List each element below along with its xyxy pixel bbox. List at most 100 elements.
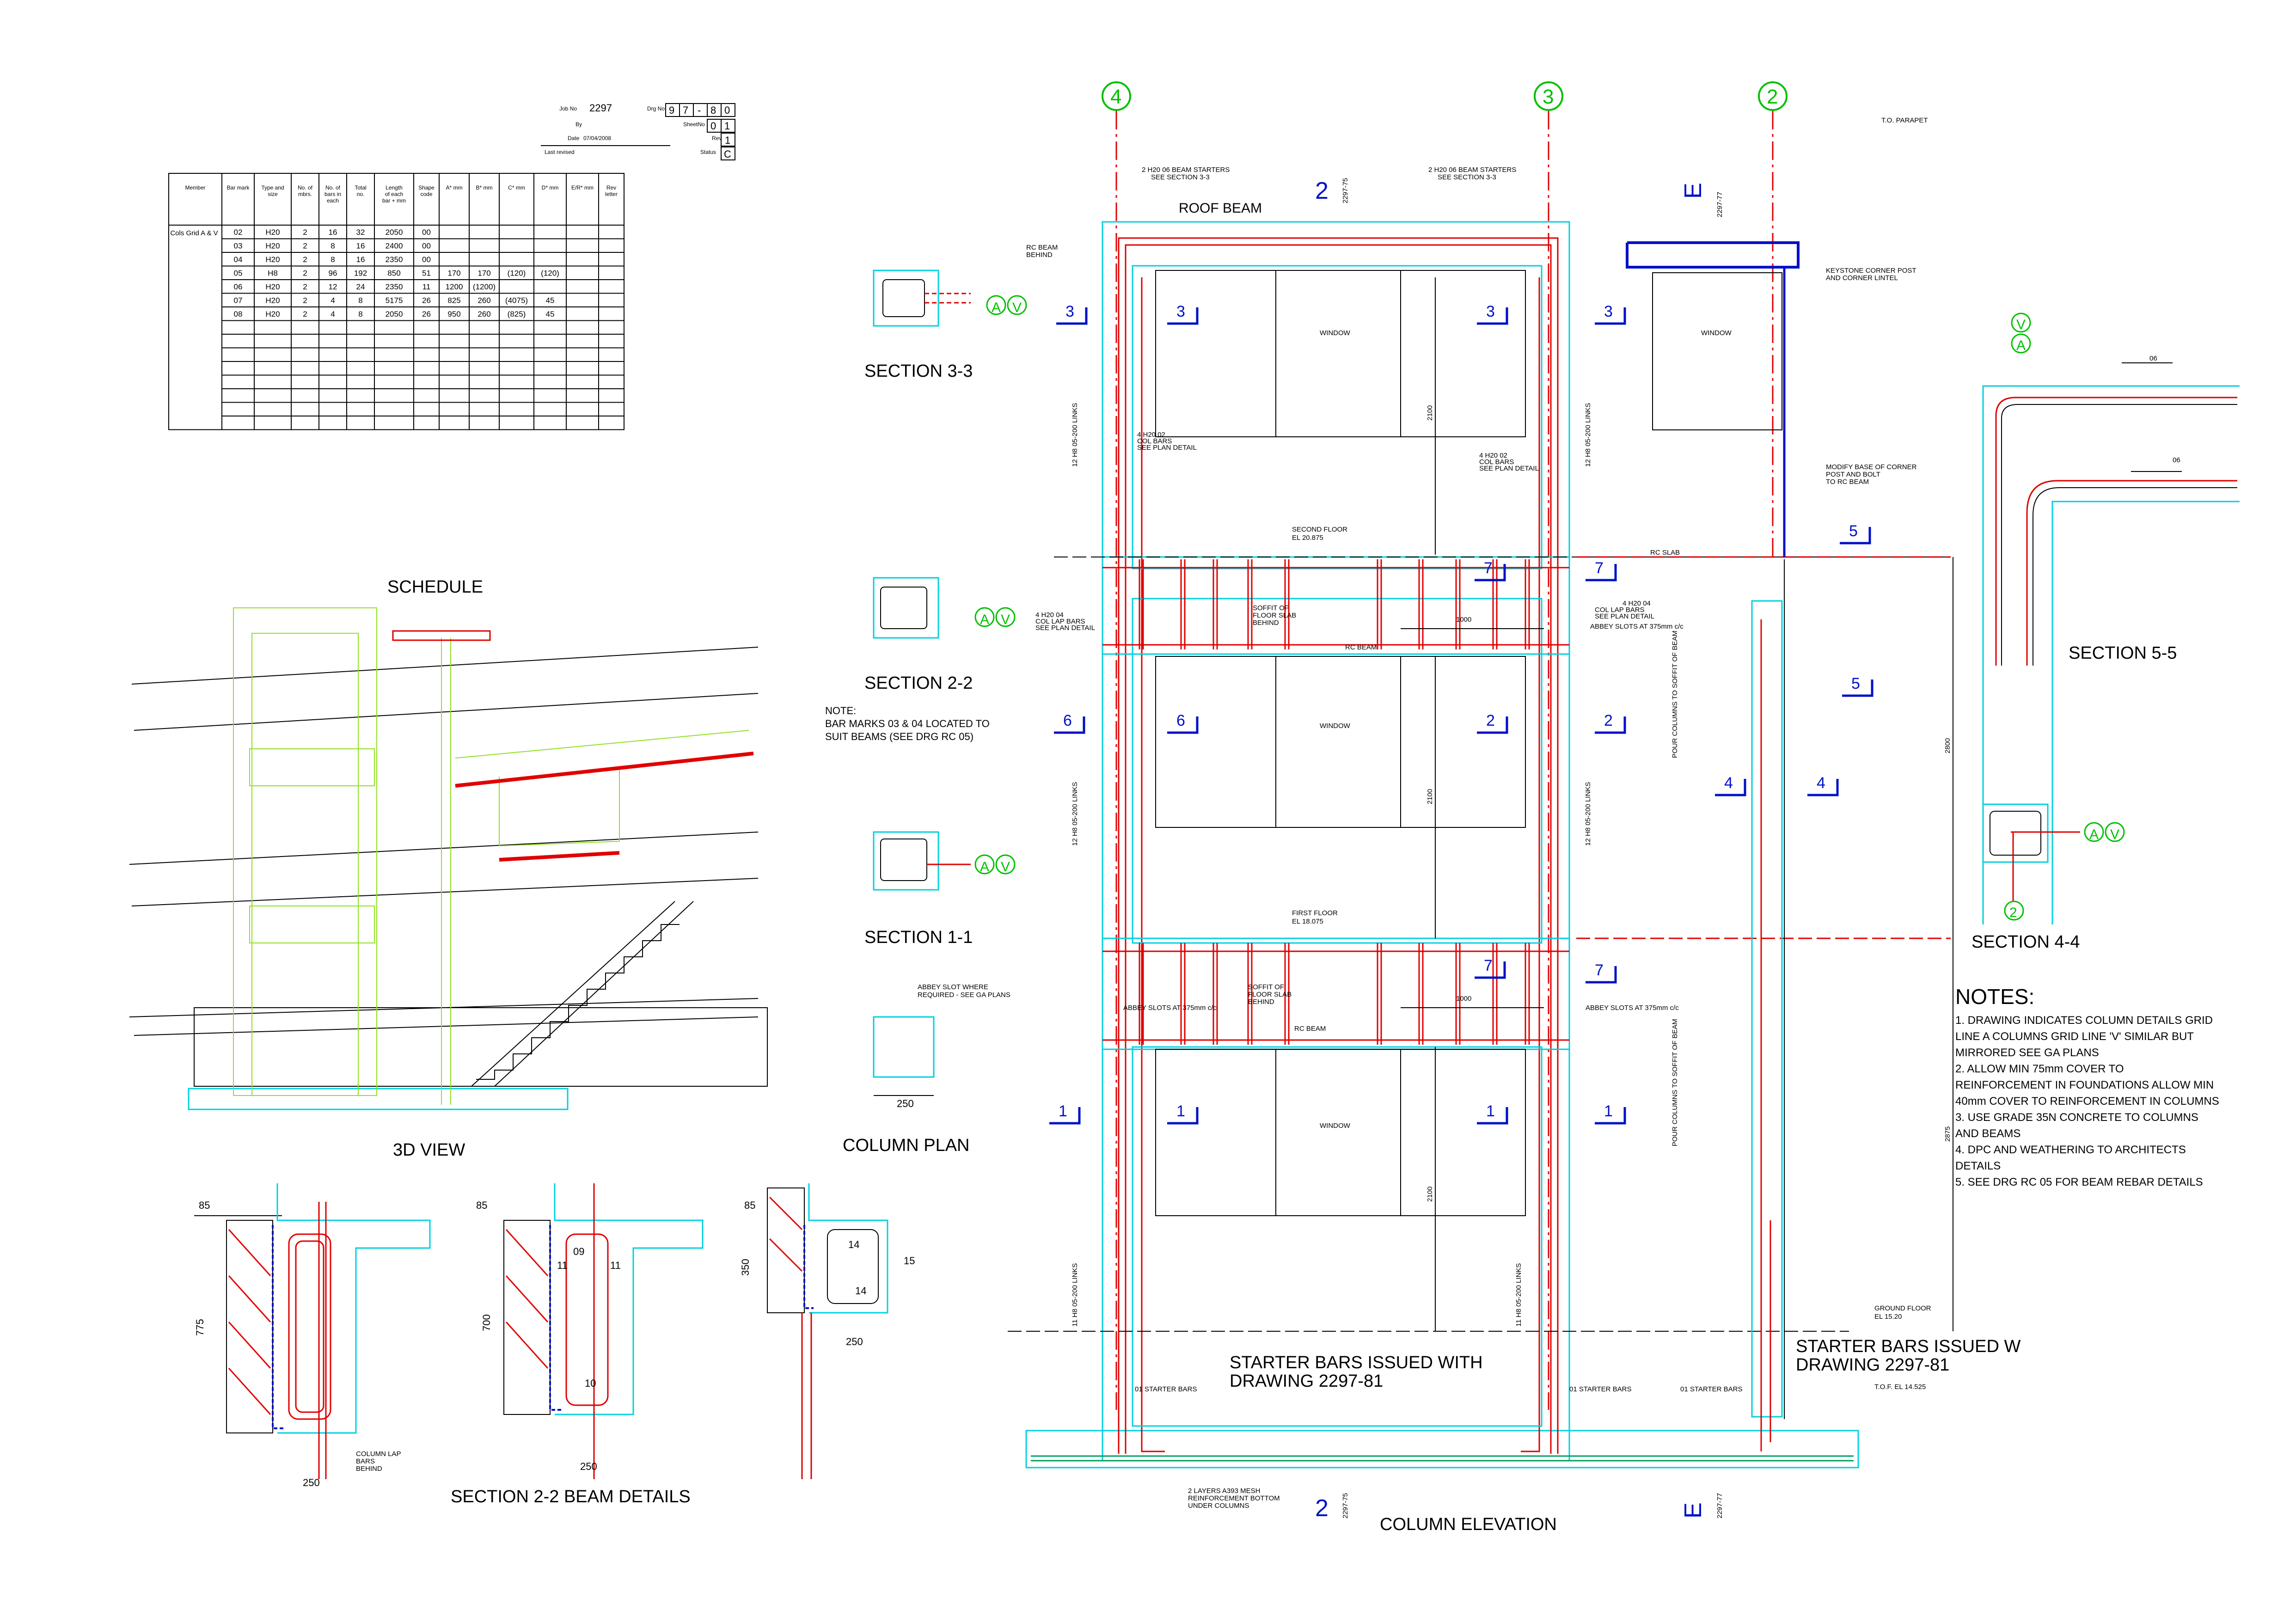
- schedule-cell: 2: [303, 310, 307, 318]
- schedule-cell: 2: [303, 282, 307, 291]
- second-floor-el: EL 20.875: [1292, 534, 1323, 542]
- ref-2297-77: 2297-77: [1716, 1493, 1724, 1518]
- dim-85-c: 85: [744, 1200, 755, 1211]
- grid-v-label: V: [2016, 317, 2026, 332]
- col-lap-note-right: 4 H20 02 COL BARS SEE PLAN DETAIL: [1479, 452, 1539, 472]
- mesh-line: REINFORCEMENT BOTTOM: [1188, 1494, 1280, 1502]
- col-lap-line: BEHIND: [356, 1465, 382, 1473]
- starter-left-line: DRAWING 2297-81: [1230, 1371, 1383, 1391]
- starter-bars-label: 01 STARTER BARS: [1569, 1385, 1632, 1393]
- rc-beam-behind-note: RC BEAM BEHIND: [1026, 244, 1060, 259]
- notes-list: 1. DRAWING INDICATES COLUMN DETAILS GRID…: [1955, 1014, 2219, 1188]
- section-marker: [1807, 779, 1839, 796]
- pour-note: POUR COLUMNS TO SOFFIT OF BEAM: [1671, 1019, 1679, 1146]
- schedule-cell: 00: [422, 255, 431, 264]
- section-marker-label: 5: [1849, 522, 1858, 540]
- ref-2297-75: 2297-75: [1341, 178, 1349, 203]
- schedule-cell: 51: [422, 269, 431, 278]
- schedule-cell: 260: [478, 296, 490, 305]
- dim-2100: 2100: [1426, 1187, 1434, 1202]
- starter-right-line: DRAWING 2297-81: [1796, 1355, 1949, 1375]
- col-lap-line: COL LAP BARS: [1595, 606, 1645, 614]
- schedule-header-line: Bar mark: [227, 184, 250, 191]
- section-marker-label: 7: [1484, 957, 1493, 974]
- last-revised-label: Last revised: [545, 149, 575, 155]
- schedule-cell: 950: [447, 310, 460, 318]
- section-marker: [1595, 716, 1626, 734]
- schedule-header-line: Rev: [606, 184, 616, 191]
- notes-heading: NOTES:: [1955, 985, 2034, 1009]
- schedule-cell: 2050: [386, 310, 403, 318]
- schedule-cell: 16: [356, 242, 365, 251]
- abbey-slots-label: ABBEY SLOTS AT 375mm c/c: [1586, 1004, 1679, 1012]
- soffit-line: SOFFIT OF: [1248, 983, 1284, 991]
- beam-starters-line: 2 H20 06 BEAM STARTERS: [1142, 166, 1230, 174]
- mesh-line: UNDER COLUMNS: [1188, 1502, 1249, 1510]
- section-marker-label: 3: [1176, 303, 1185, 320]
- schedule-cell: 07: [234, 296, 243, 305]
- mark-14-b: 14: [855, 1285, 866, 1297]
- schedule-cell: 8: [358, 296, 362, 305]
- soffit-note: SOFFIT OF FLOOR SLAB BEHIND: [1248, 983, 1293, 1006]
- grid-2-label: 2: [2009, 905, 2017, 920]
- section-3-3-caption: SECTION 3-3: [864, 361, 973, 381]
- rc-beam-behind-line: BEHIND: [1026, 251, 1053, 259]
- schedule-cell: 32: [356, 228, 365, 237]
- schedule-header-line: B* mm: [476, 184, 493, 191]
- schedule-cell: 2050: [386, 228, 403, 237]
- ref-2297-77: 2297-77: [1716, 192, 1724, 217]
- schedule-cell: 2: [303, 255, 307, 264]
- schedule-cell: 26: [422, 296, 431, 305]
- schedule-header-line: code: [420, 191, 432, 197]
- schedule-cell: 06: [234, 282, 243, 291]
- column-plan-dim: 250: [897, 1098, 914, 1109]
- section-marker: [1056, 307, 1088, 325]
- section-2-2-caption: SECTION 2-2: [864, 673, 973, 693]
- bar-06-label: 06: [2149, 355, 2157, 362]
- mark-10: 10: [585, 1377, 596, 1389]
- section-marker: [1586, 564, 1617, 581]
- schedule-cell: H20: [265, 255, 280, 264]
- schedule-cell: 2350: [386, 282, 403, 291]
- schedule-cell: 8: [331, 255, 335, 264]
- section-5-5: V A 06 06: [1982, 312, 2240, 924]
- schedule-cell: 11: [422, 282, 431, 291]
- dim-1000: 1000: [1456, 616, 1471, 624]
- schedule-cell: 8: [358, 310, 362, 318]
- keystone-note: KEYSTONE CORNER POST AND CORNER LINTEL: [1826, 267, 1918, 282]
- col-lap-04-note-right: 4 H20 04 COL LAP BARS SEE PLAN DETAIL: [1595, 600, 1654, 620]
- by-label: By: [576, 121, 582, 128]
- schedule-cell: H20: [265, 310, 280, 318]
- dim-85: 85: [199, 1200, 210, 1211]
- abbey-line: ABBEY SLOT WHERE: [918, 983, 988, 991]
- schedule-cell: 03: [234, 242, 243, 251]
- schedule-header-line: No. of: [298, 184, 313, 191]
- col-lap-note: COLUMN LAP BARS BEHIND: [356, 1450, 403, 1473]
- note-line: REINFORCEMENT IN FOUNDATIONS ALLOW MIN: [1955, 1079, 2214, 1091]
- mesh-line: 2 LAYERS A393 MESH: [1188, 1487, 1260, 1495]
- window-label: WINDOW: [1701, 329, 1732, 337]
- window-label: WINDOW: [1320, 1122, 1351, 1130]
- beam-starters-line: SEE SECTION 3-3: [1438, 173, 1496, 181]
- schedule-header: C* mm: [508, 184, 525, 191]
- rc-beam-label: RC BEAM: [1294, 1025, 1326, 1033]
- section-marker-label: 5: [1851, 675, 1860, 692]
- schedule-cell: 170: [447, 269, 460, 278]
- starter-left-line: STARTER BARS ISSUED WITH: [1230, 1353, 1483, 1372]
- col-lap-line: BARS: [356, 1457, 375, 1465]
- dim-85-b: 85: [476, 1200, 487, 1211]
- section-marker: [1054, 716, 1085, 734]
- col-lap-line: 4 H20 04: [1623, 600, 1651, 607]
- section-marker-label: 1: [1486, 1102, 1495, 1120]
- date-label: Date: [568, 135, 580, 141]
- section-marker-label: 2: [1486, 712, 1495, 729]
- section-5-5-caption: SECTION 5-5: [2069, 643, 2177, 663]
- section-marker-label: 2: [1604, 712, 1613, 729]
- grid-lines: 4 3 2: [1102, 81, 1788, 1410]
- schedule-header: Bar mark: [227, 184, 250, 191]
- beam-starters-line: SEE SECTION 3-3: [1151, 173, 1210, 181]
- abbey-line: REQUIRED - SEE GA PLANS: [918, 991, 1010, 999]
- schedule-member: Cols Grid A & V: [170, 229, 218, 237]
